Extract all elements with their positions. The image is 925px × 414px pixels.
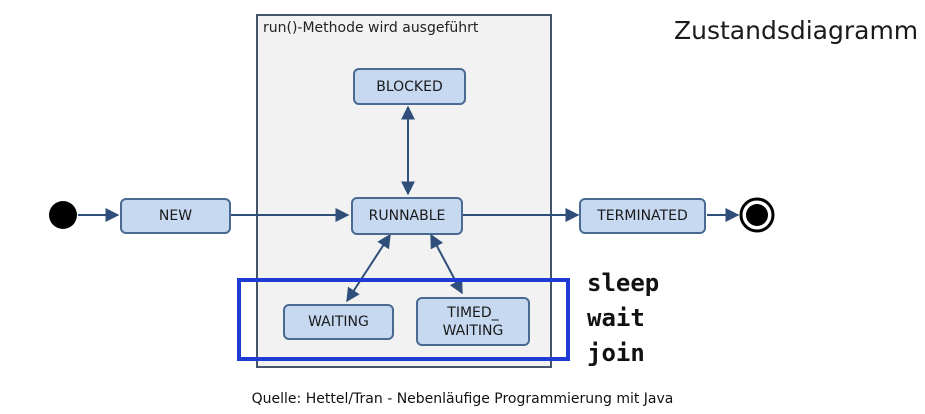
waiting-states-highlight	[237, 278, 570, 361]
state-runnable: RUNNABLE	[351, 197, 463, 235]
state-waiting: WAITING	[283, 304, 394, 340]
final-state-dot	[746, 204, 768, 226]
state-new: NEW	[120, 198, 231, 234]
arrow-runnable-waiting	[346, 233, 391, 303]
method-sleep: sleep	[587, 269, 660, 297]
initial-state-dot	[49, 201, 77, 229]
method-join: join	[587, 339, 645, 367]
state-timed-waiting: TIMED_ WAITING	[416, 297, 530, 346]
method-wait: wait	[587, 304, 645, 332]
source-caption: Quelle: Hettel/Tran - Nebenläufige Progr…	[251, 391, 674, 407]
methods-list: sleep wait join	[587, 266, 659, 371]
state-terminated: TERMINATED	[579, 198, 706, 234]
diagram-title: Zustandsdiagramm	[674, 16, 919, 45]
state-blocked: BLOCKED	[353, 68, 466, 105]
container-label: run()-Methode wird ausgeführt	[263, 20, 479, 36]
arrow-runnable-timed-waiting	[430, 233, 463, 295]
